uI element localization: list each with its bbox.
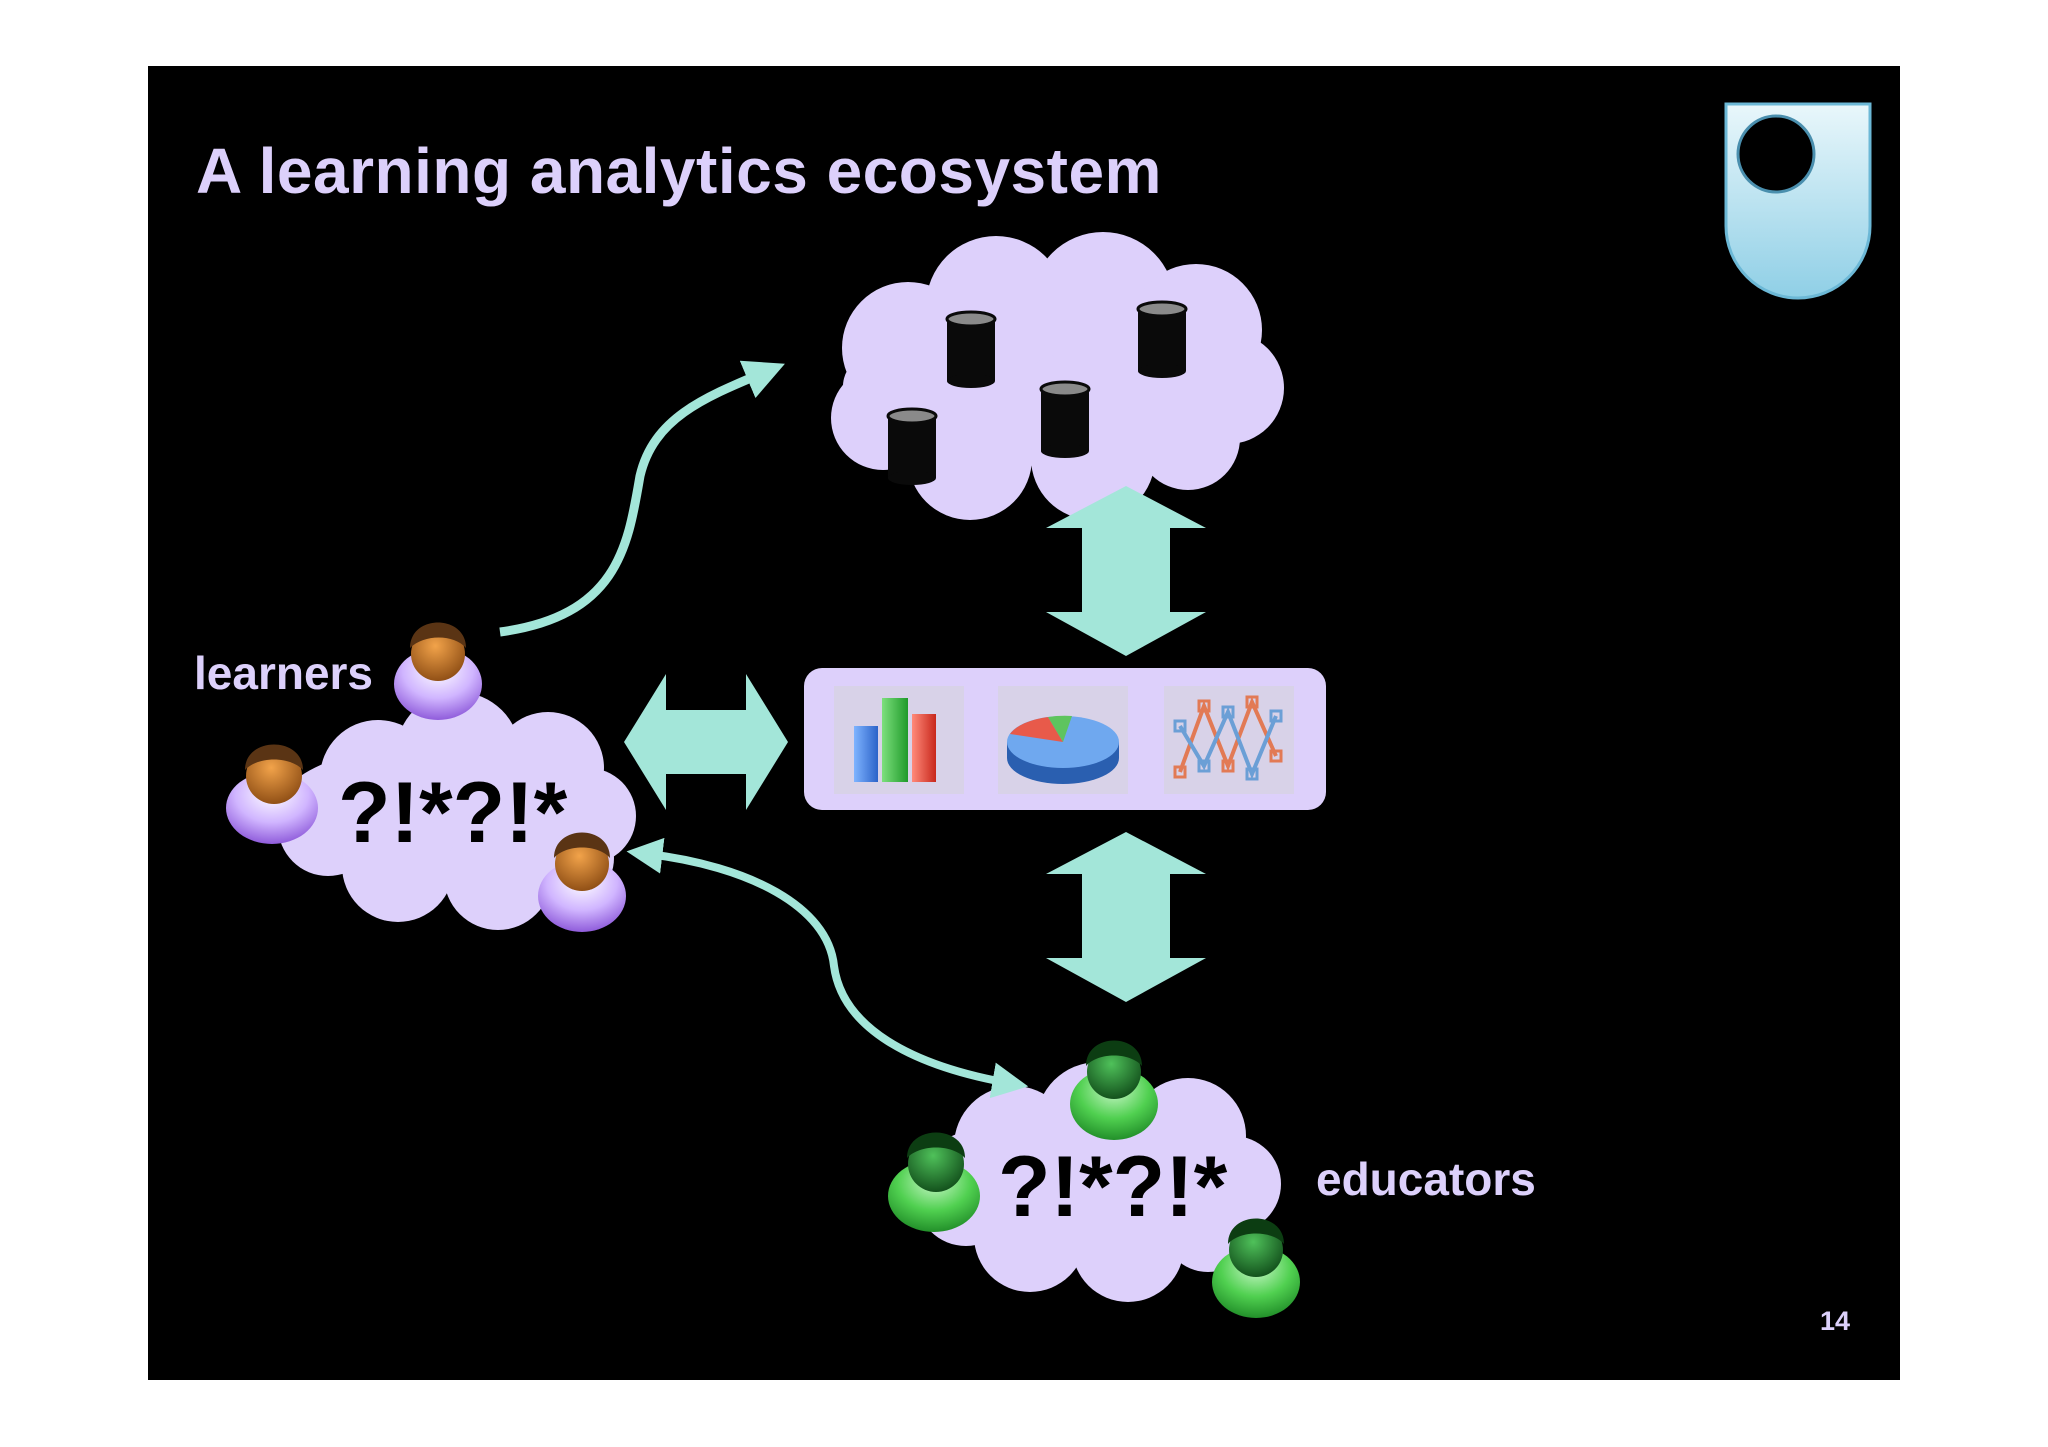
data-panel-double-arrow — [1046, 486, 1206, 656]
learners-cloud — [276, 692, 636, 930]
pie-chart-icon — [1007, 715, 1119, 784]
database-icon — [1039, 380, 1091, 458]
bar-chart-icon — [854, 698, 936, 782]
page-number: 14 — [1820, 1306, 1851, 1336]
learner-figure-icon — [226, 744, 318, 844]
learner-figure-icon — [538, 832, 626, 932]
line-chart-icon — [1173, 695, 1283, 781]
educators-label: educators — [1316, 1153, 1536, 1205]
learners-to-data-arrow — [499, 360, 785, 637]
educator-figure-icon — [1070, 1040, 1158, 1140]
slide-title: A learning analytics ecosystem — [196, 135, 1162, 207]
educators-cloud-text: ?!*?!* — [998, 1139, 1228, 1235]
database-icon — [886, 407, 938, 485]
slide: A learning analytics ecosystem learners … — [148, 66, 1900, 1380]
learners-panel-double-arrow — [624, 674, 788, 810]
learner-figure-icon — [394, 622, 482, 720]
educator-figure-icon — [1212, 1218, 1300, 1318]
learners-educators-arrow — [626, 837, 1029, 1099]
panel-educators-double-arrow — [1046, 832, 1206, 1002]
ecosystem-diagram — [226, 102, 1872, 1318]
database-icon — [1136, 300, 1188, 378]
educator-figure-icon — [888, 1132, 980, 1232]
open-university-logo — [1724, 102, 1872, 300]
learners-cloud-text: ?!*?!* — [338, 765, 568, 861]
database-icon — [945, 310, 997, 388]
learners-label: learners — [194, 647, 374, 699]
